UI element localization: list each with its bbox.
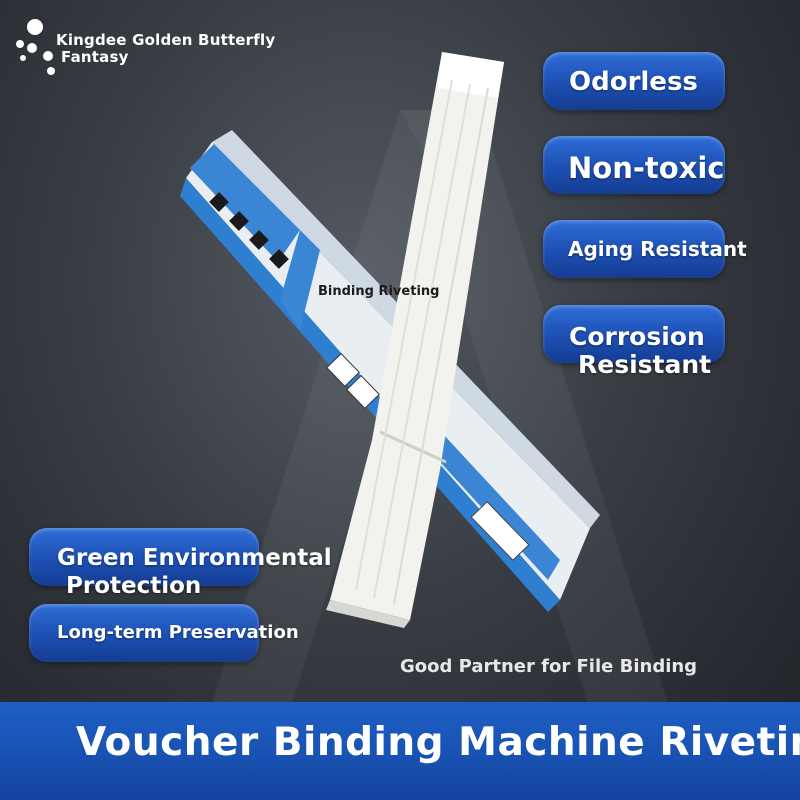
feature-corrosion-text-line1: Corrosion xyxy=(569,322,705,351)
butterfly-dots-icon xyxy=(16,19,55,75)
feature-green-text-line1: Green Environmental xyxy=(57,545,332,571)
feature-odorless-text: Odorless xyxy=(569,67,698,97)
feature-pill-green-environmental xyxy=(29,528,259,586)
feature-pill-non-toxic xyxy=(543,136,725,194)
feature-pill-aging-resistant xyxy=(543,220,725,278)
feature-pill-long-term xyxy=(29,604,259,662)
brand-name-line2: Fantasy xyxy=(61,48,129,66)
tagline: Good Partner for File Binding xyxy=(400,656,698,677)
brand-logo: Kingdee Golden Butterfly Fantasy xyxy=(14,18,284,78)
feature-non-toxic-text: Non-toxic xyxy=(568,151,725,185)
feature-long-term-text: Long-term Preservation xyxy=(57,622,299,643)
riveting-tube-bundle xyxy=(326,52,504,628)
feature-pill-corrosion-resistant xyxy=(543,305,725,363)
feature-aging-resistant-text: Aging Resistant xyxy=(568,237,747,261)
banner-title: Voucher Binding Machine Riveting Tube xyxy=(76,720,800,765)
brand-name-line1: Kingdee Golden Butterfly xyxy=(56,31,276,49)
brand-name: Kingdee Golden Butterfly Fantasy xyxy=(56,32,275,66)
feature-green-text-line2: Protection xyxy=(66,573,202,599)
bottom-banner: Voucher Binding Machine Riveting Tube xyxy=(0,702,800,800)
box-label: Binding Riveting xyxy=(318,284,440,299)
feature-corrosion-text-line2: Resistant xyxy=(578,350,712,379)
feature-pill-odorless xyxy=(543,52,725,110)
